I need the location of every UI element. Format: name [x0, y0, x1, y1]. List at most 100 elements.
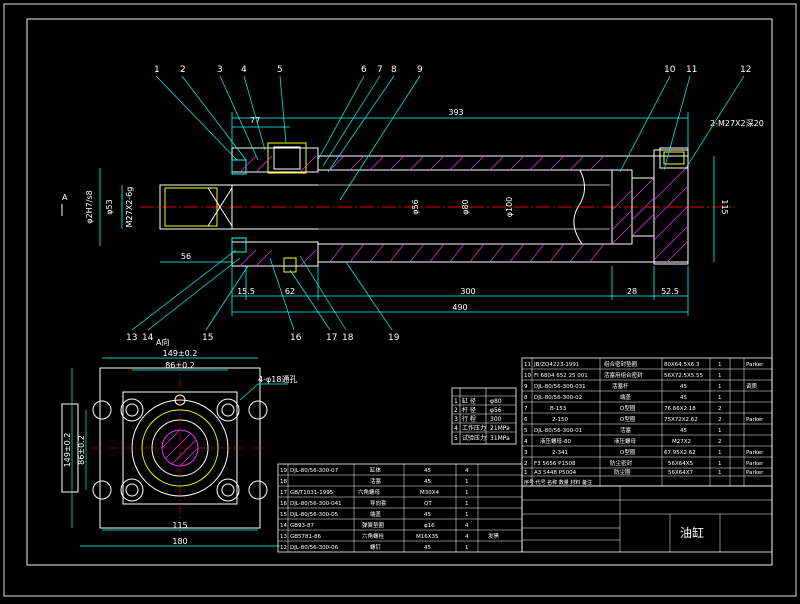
- balloon-14: 14: [142, 333, 154, 343]
- bomR-r7-spec: 76.66X2.18: [664, 406, 696, 412]
- dim-phi53: φ53: [105, 199, 114, 214]
- bomR-r3-spec: 67.95X2.62: [664, 450, 696, 456]
- bomL-r4-spec: QT: [424, 501, 432, 507]
- bomL-r2-qty: 1: [465, 479, 469, 485]
- bomR-r10-no: 10: [524, 373, 531, 379]
- bomR-r7-qty: 2: [718, 406, 722, 412]
- bomL-r7-note: 发黑: [488, 532, 500, 540]
- dim-86-vert: 86±0.2: [77, 435, 86, 465]
- bomL-r3-code: GB/T1031-1995: [290, 490, 334, 496]
- bomR-r3-qty: 1: [718, 450, 722, 456]
- balloon-6: 6: [361, 65, 367, 75]
- balloon-2: 2: [180, 65, 186, 75]
- title-block: 油缸: [521, 485, 773, 553]
- bomL-r1-no: 19: [280, 468, 287, 474]
- bomR-r11-spec: 80X64.5X6.3: [664, 362, 700, 368]
- bomR-r3-note: Parker: [746, 450, 764, 456]
- bomR-r3-name: O型圈: [620, 448, 636, 456]
- bomR-r3-code: 2-341: [552, 450, 568, 456]
- bomR-r9-name: 活塞杆: [612, 382, 629, 390]
- dim-phi32: φ2H7/s8: [85, 190, 94, 223]
- spec-row-4-v: 21MPa: [490, 425, 510, 432]
- bomR-r6-qty: 2: [718, 417, 722, 423]
- bomR-r4-qty: 2: [718, 439, 722, 445]
- bomL-r8-spec: 45: [424, 545, 431, 551]
- bomL-r7-code: GB5781-86: [290, 534, 322, 540]
- bomR-r10-spec: 56X72.5X5.55: [664, 373, 704, 379]
- bomL-r3-name: 六角螺母: [358, 488, 381, 496]
- bomR-r11-no: 11: [524, 362, 531, 368]
- bomR-r4-spec: M27X2: [672, 439, 691, 445]
- balloon-10: 10: [664, 65, 676, 75]
- balloon-labels: 1 2 3 4 5 6 7 8 9 10 11 12 13 14 15 16 1…: [126, 65, 751, 343]
- bomR-r6-name: O型圈: [620, 415, 636, 423]
- bomR-r2-code: F3 5656 P1508: [534, 461, 576, 467]
- bomL-r5-spec: 45: [424, 512, 431, 518]
- spec-row-4-k: 工作压力: [462, 424, 486, 432]
- balloon-16: 16: [290, 333, 302, 343]
- bomL-r5-name: 端盖: [370, 510, 382, 518]
- spec-row-2-n: 2: [454, 407, 458, 414]
- bomR-r1-no: 1: [524, 470, 528, 476]
- bomR-r5-name: 活塞: [620, 426, 632, 434]
- spec-row-2-v: φ56: [490, 407, 502, 414]
- bomR-r9-note: 调质: [746, 382, 758, 390]
- drawing-title: 油缸: [680, 525, 704, 540]
- bomL-r6-code: GB93-87: [290, 523, 315, 529]
- bomR-r4-name: 液压螺母: [614, 437, 637, 445]
- bomR-r5-no: 5: [524, 428, 528, 434]
- bom-left-table: 19 DJL-80/56-300-07 缸体 45 4 18 活塞 45 1 1…: [277, 463, 523, 553]
- spec-row-2-k: 杆 径: [462, 406, 476, 414]
- bomL-r1-name: 缸体: [370, 466, 382, 474]
- balloon-17: 17: [326, 333, 337, 343]
- bomL-r5-code: DJL-80/56-300-05: [290, 512, 339, 518]
- balloon-1: 1: [154, 65, 160, 75]
- dim-77: 77: [250, 116, 260, 125]
- bomR-r6-code: 2-150: [552, 417, 568, 423]
- bomL-r4-code: DJL-80/56-300-041: [290, 501, 342, 507]
- bomR-r1-qty: 1: [718, 470, 722, 476]
- balloon-4: 4: [241, 65, 247, 75]
- bomL-r1-qty: 4: [465, 468, 469, 474]
- end-view: [61, 357, 288, 547]
- bomL-r7-qty: 4: [465, 534, 469, 540]
- spec-row-5-k: 试验压力: [462, 434, 486, 442]
- holes-note: 4-φ18通孔: [258, 374, 297, 384]
- bomR-r10-qty: 1: [718, 373, 722, 379]
- bomR-r3-no: 3: [524, 450, 528, 456]
- bomL-r5-qty: 1: [465, 512, 469, 518]
- outer-border: [3, 3, 797, 597]
- bomR-r11-code: JB/ZQ4223-1991: [533, 362, 579, 368]
- bomL-r4-qty: 1: [465, 501, 469, 507]
- spec-row-1-v: φ80: [490, 398, 502, 405]
- spec-row-3-k: 行 程: [462, 415, 476, 423]
- spec-row-5-n: 5: [454, 435, 458, 442]
- bomR-r8-no: 8: [524, 395, 528, 401]
- balloon-18: 18: [342, 333, 354, 343]
- bomL-r3-no: 17: [280, 490, 287, 496]
- dim-86: 86±0.2: [165, 361, 195, 370]
- bomL-r8-qty: 1: [465, 545, 469, 551]
- bomR-r2-no: 2: [524, 461, 528, 467]
- bomL-r2-spec: 45: [424, 479, 431, 485]
- bomL-r2-no: 18: [280, 479, 287, 485]
- spec-row-3-n: 3: [454, 416, 458, 423]
- inner-border: [26, 18, 773, 566]
- section-a-label: A: [62, 193, 68, 202]
- port-note: 2-M27X2深20: [710, 119, 764, 128]
- section-view: [140, 142, 735, 273]
- bomR-r1-name: 防尘圈: [614, 468, 631, 476]
- bomR-r11-name: 组合密封垫圈: [604, 360, 638, 368]
- balloon-7: 7: [377, 65, 383, 75]
- bomL-r8-code: DJL-80/56-300-06: [290, 545, 339, 551]
- bomR-r6-note: Parker: [746, 417, 764, 423]
- bomL-r7-name: 六角螺栓: [362, 532, 385, 540]
- bomR-r2-spec: 56X64X5: [668, 461, 694, 467]
- bomR-r7-no: 7: [524, 406, 528, 412]
- spec-row-5-v: 31MPa: [490, 435, 510, 442]
- bomR-r8-code: DJL-80/56-300-02: [534, 395, 582, 401]
- dim-180: 180: [172, 537, 187, 546]
- spec-row-4-n: 4: [454, 425, 458, 432]
- bomR-r5-code: DJL-80/56-300-01: [534, 428, 582, 434]
